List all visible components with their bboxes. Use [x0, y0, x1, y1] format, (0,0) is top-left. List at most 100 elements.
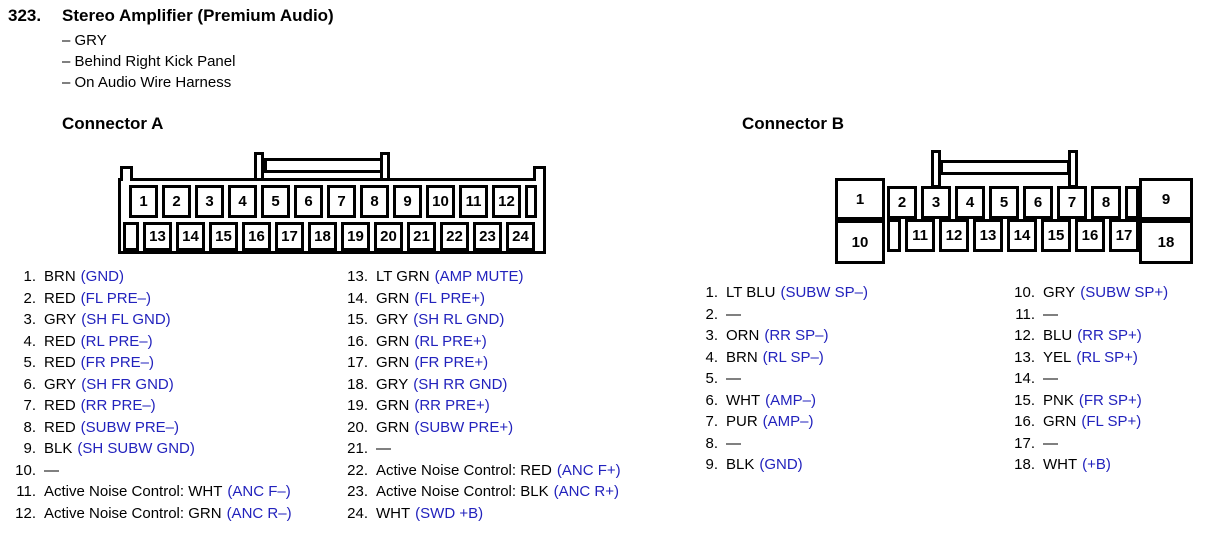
pin-signal: (FR SP+): [1078, 391, 1142, 409]
pin-list-item: 11.—: [1000, 304, 1168, 326]
pin-signal: (FL PRE–): [80, 289, 151, 307]
pin-signal: (AMP–): [762, 413, 814, 431]
pin-number: 19.: [347, 397, 368, 415]
connector-a-diagram: 1 2 3 4 5 6 7 8 9 10 11 12 13 14 15 16 1…: [118, 150, 548, 256]
pin-cell: 2: [162, 185, 191, 218]
pin-signal: (ANC F–): [227, 483, 291, 501]
pin-cell: 10: [426, 185, 455, 218]
pin-number: 16.: [1014, 413, 1035, 431]
pin-number: 17.: [1014, 434, 1035, 452]
page-title: Stereo Amplifier (Premium Audio): [62, 6, 334, 25]
pin-cell: 6: [294, 185, 323, 218]
pin-list-item: 12.BLU(RR SP+): [1000, 325, 1168, 347]
pin-signal: (SWD +B): [415, 504, 484, 522]
pin-wire: GRN: [376, 332, 410, 350]
pin-cell: 17: [1109, 219, 1139, 252]
pin-wire: Active Noise Control: WHT: [44, 483, 223, 501]
pin-wire: —: [1043, 434, 1058, 452]
pin-row-top: 1 2 3 4 5 6 7 8 9 10 11 12: [129, 185, 537, 218]
pin-cell: 1: [129, 185, 158, 218]
pin-number: 20.: [347, 418, 368, 436]
pin-cell: 18: [308, 222, 337, 251]
pin-signal: (RR SP+): [1077, 327, 1142, 345]
pin-list-item: 24.WHT(SWD +B): [330, 503, 621, 525]
pin-cell: 9: [393, 185, 422, 218]
pin-cell: 2: [887, 186, 917, 219]
pin-signal: (SH SUBW GND): [77, 440, 195, 458]
pin-number: 1.: [23, 268, 36, 286]
pin-wire: GRY: [1043, 284, 1076, 302]
pin-number: 6.: [23, 375, 36, 393]
pin-list-item: 15.PNK(FR SP+): [1000, 390, 1168, 412]
latch-post: [1068, 150, 1078, 188]
pin-list-item: 10.—: [0, 460, 292, 482]
pin-list-item: 14.—: [1000, 368, 1168, 390]
pin-list-item: 2.RED(FL PRE–): [0, 288, 292, 310]
pin-list-item: 18.WHT(+B): [1000, 454, 1168, 476]
pin-list-item: 20.GRN(SUBW PRE+): [330, 417, 621, 439]
pin-number: 12.: [1014, 327, 1035, 345]
pin-number: 16.: [347, 332, 368, 350]
pin-signal: (GND): [80, 268, 124, 286]
pin-signal: (SUBW SP+): [1080, 284, 1169, 302]
pin-cell: 24: [506, 222, 535, 251]
pin-signal: (ANC R+): [553, 483, 619, 501]
pin-cell: 17: [275, 222, 304, 251]
pin-cell: 14: [1007, 219, 1037, 252]
connector-a-pin-list-left: 1.BRN(GND) 2.RED(FL PRE–) 3.GRY(SH FL GN…: [0, 266, 292, 525]
pin-cell: 7: [327, 185, 356, 218]
pin-signal: (RR PRE–): [80, 397, 156, 415]
pin-cell-blank: [525, 185, 537, 218]
detail-connector-color: – GRY: [62, 32, 107, 49]
pin-cell: 4: [228, 185, 257, 218]
pin-cell: 8: [360, 185, 389, 218]
pin-list-item: 3.ORN(RR SP–): [688, 325, 868, 347]
pin-row-bottom: 11 12 13 14 15 16 17: [887, 219, 1139, 252]
pin-number: 3.: [23, 311, 36, 329]
corner-tab: [533, 166, 546, 181]
connector-b-pin-list-right: 10. GRY(SUBW SP+) 11.— 12.BLU(RR SP+) 13.…: [1000, 282, 1168, 476]
pin-cell: 16: [242, 222, 271, 251]
pin-number: 5.: [705, 370, 718, 388]
pin-list-item: 16.GRN(FL SP+): [1000, 411, 1168, 433]
pin-wire: GRY: [376, 375, 409, 393]
pin-number: 14.: [347, 289, 368, 307]
pin-number: 2.: [705, 305, 718, 323]
pin-signal: (FR PRE–): [80, 354, 155, 372]
pin-signal: (ANC R–): [226, 504, 292, 522]
pin-list-item: 8.—: [688, 433, 868, 455]
pin-cell: 15: [1041, 219, 1071, 252]
section-number: 323.: [8, 6, 42, 25]
pin-number: 9.: [705, 456, 718, 474]
pin-wire: WHT: [376, 504, 411, 522]
pin-wire: —: [726, 305, 741, 323]
pin-wire: —: [44, 461, 59, 479]
pin-list-item: 5.—: [688, 368, 868, 390]
pin-list-item: 6.GRY(SH FR GND): [0, 374, 292, 396]
pin-cell: 12: [492, 185, 521, 218]
pin-number: 13.: [1014, 348, 1035, 366]
pin-wire: YEL: [1043, 348, 1072, 366]
pin-list-item: 13.LT GRN(AMP MUTE): [330, 266, 621, 288]
pin-list-item: 12.Active Noise Control: GRN(ANC R–): [0, 503, 292, 525]
pin-signal: (+B): [1082, 456, 1111, 474]
connector-a-pin-list-right: 13.LT GRN(AMP MUTE) 14.GRN(FL PRE+) 15.G…: [330, 266, 621, 524]
pin-wire: ORN: [726, 327, 760, 345]
pin-signal: (RL SP+): [1076, 348, 1138, 366]
pin-row-top: 2 3 4 5 6 7 8: [887, 186, 1139, 219]
pin-number: 10.: [1014, 284, 1035, 302]
pin-list-item: 10. GRY(SUBW SP+): [1000, 282, 1168, 304]
detail-harness: – On Audio Wire Harness: [62, 74, 232, 91]
connector-b-diagram: 1 10 9 18 2 3 4 5 6 7 8 11 12 13 14 15 1…: [835, 148, 1193, 266]
pin-cell: 19: [341, 222, 370, 251]
pin-cell: 12: [939, 219, 969, 252]
pin-cell: 16: [1075, 219, 1105, 252]
connector-b-label: Connector B: [742, 114, 844, 133]
pin-number: 2.: [23, 289, 36, 307]
pin-signal: (RR SP–): [764, 327, 829, 345]
pin-cell-large: 1: [835, 178, 885, 220]
pin-wire: Active Noise Control: BLK: [376, 483, 549, 501]
pin-cell: 11: [905, 219, 935, 252]
pin-signal: (SUBW SP–): [780, 284, 868, 302]
pin-number: 21.: [347, 440, 368, 458]
